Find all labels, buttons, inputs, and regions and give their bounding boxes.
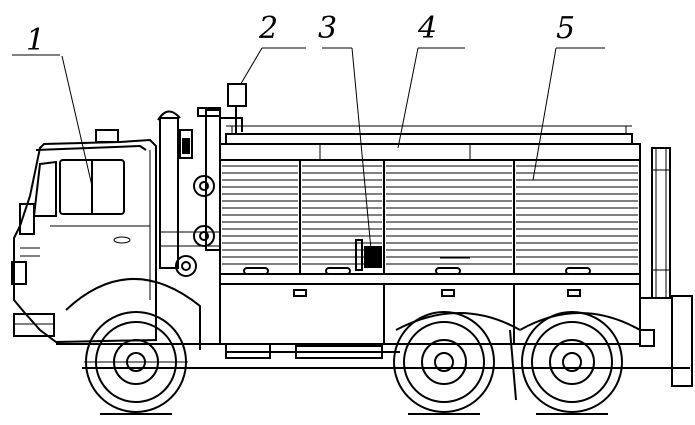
- callout-3-label: 3: [318, 11, 337, 46]
- callout-2-label: 2: [258, 11, 278, 46]
- equipment-box-2: [227, 83, 247, 107]
- truck-cab: [11, 129, 157, 344]
- callout-4: 4: [397, 11, 465, 149]
- rear-wheel: [521, 311, 623, 413]
- middle-wheel: [393, 311, 495, 413]
- callout-4-label: 4: [417, 11, 437, 46]
- front-wheel: [84, 311, 188, 413]
- roof-rail-4: [225, 133, 633, 145]
- callout-5-label: 5: [556, 11, 575, 46]
- callout-5: 5: [532, 11, 605, 181]
- control-panel-3: [364, 246, 382, 268]
- truck-body: [219, 125, 641, 345]
- callout-3: 3: [318, 11, 373, 261]
- callout-1: 1: [12, 23, 93, 187]
- pump-column: [157, 83, 247, 277]
- callout-1-label: 1: [26, 23, 45, 58]
- rear-equipment: [639, 147, 693, 387]
- roller-shutters: [222, 165, 638, 265]
- callout-2: 2: [235, 11, 306, 93]
